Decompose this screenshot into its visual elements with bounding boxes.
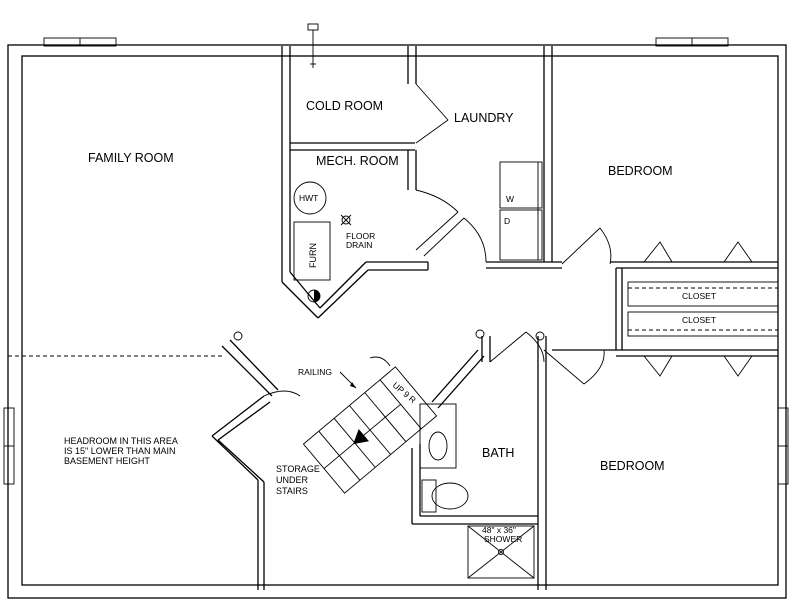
railing-label: RAILING [298,367,332,377]
sump-icon [307,289,321,303]
room-label-family-room: FAMILY ROOM [88,151,174,165]
room-label-cold-room: COLD ROOM [306,99,383,113]
washer-label: W [506,194,514,204]
interior-walls-east [486,46,779,385]
floor-drain-label-1: FLOOR [346,231,375,241]
mechanical-fixtures [293,161,543,303]
washer [499,161,543,209]
dryer [499,209,543,261]
stair-direction-label: UP 9 R [391,380,418,405]
storage-label-1: STORAGE [276,464,320,474]
closet-label-1: CLOSET [682,291,716,301]
furnace-label: FURN [308,243,318,268]
room-label-bath: BATH [482,446,514,460]
headroom-note-2: IS 15" LOWER THAN MAIN [64,446,176,456]
headroom-note-3: BASEMENT HEIGHT [64,456,150,466]
headroom-note-1: HEADROOM IN THIS AREA [64,436,178,446]
exterior-walls [3,23,789,599]
room-label-bedroom-top: BEDROOM [608,164,673,178]
closet-label-2: CLOSET [682,315,716,325]
hwt-label: HWT [299,193,318,203]
room-label-laundry: LAUNDRY [454,111,514,125]
dryer-label: D [504,216,510,226]
shower-label-2: SHOWER [484,534,522,544]
interior-walls-mechanical [281,46,487,319]
room-label-bedroom-bottom: BEDROOM [600,459,665,473]
shower-label-1: 48" x 36" [482,525,516,535]
furnace [293,221,331,281]
bath-walls [411,331,547,590]
storage-label-3: STAIRS [276,486,308,496]
water-heater [293,181,327,215]
stair-area [211,329,545,590]
room-label-mech-room: MECH. ROOM [316,154,399,168]
floor-drain-label-2: DRAIN [346,240,372,250]
storage-label-2: UNDER [276,475,309,485]
floor-drain-icon [340,214,352,226]
